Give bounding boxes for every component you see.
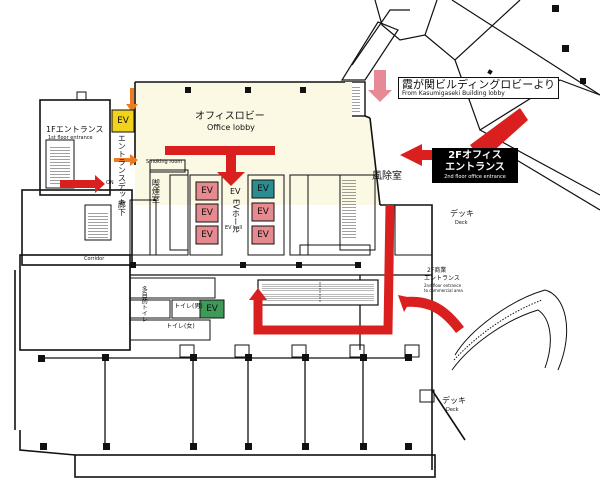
commercial-2f-en-2: to commercial area xyxy=(424,288,463,293)
ev-label: EV xyxy=(117,116,129,126)
on-label: ON xyxy=(106,180,114,186)
elevator-icon xyxy=(195,203,219,223)
ev-hall-label-en: EV hall xyxy=(225,225,243,231)
kasumigaseki-label-jp: 霞が関ビルディングロビーより xyxy=(402,78,556,91)
ev-label: EV xyxy=(257,184,269,194)
entrance-marker xyxy=(76,91,87,101)
office-entrance-2f-box: 2Fオフィス エントランス 2nd floor office entrance xyxy=(432,148,518,183)
kasumigaseki-callout: 霞が関ビルディングロビーより From Kasumigaseki Buildin… xyxy=(398,77,560,99)
elevators xyxy=(111,109,275,319)
office-entrance-2f-jp-1: 2Fオフィス xyxy=(448,150,502,161)
ev-label: EV xyxy=(206,304,218,314)
deck-label-en-1: Deck xyxy=(455,220,468,226)
office-lobby-label-en: Office lobby xyxy=(207,123,255,132)
toilet-women-label: トイレ(女) xyxy=(166,323,195,330)
ev-label: EV xyxy=(201,186,213,196)
adjacent-building-marks xyxy=(487,5,586,84)
commercial-2f-jp-1: 2F商業 xyxy=(427,267,447,274)
office-lobby-area xyxy=(135,82,380,205)
ev-label: EV xyxy=(257,207,269,217)
entrance-stairs xyxy=(50,145,70,185)
commercial-route xyxy=(253,204,395,335)
corridor-label-en: Corridor xyxy=(84,256,105,262)
deck-label-jp-1: デッキ xyxy=(450,209,474,218)
ev-hall-ev: EV xyxy=(230,187,241,196)
toilet-men-label: トイレ(男) xyxy=(174,303,203,310)
stair-hatch xyxy=(350,86,360,112)
deck-label-jp-2: デッキ xyxy=(442,396,466,405)
elevator-icon xyxy=(251,179,275,199)
kasumigaseki-connector xyxy=(340,9,410,81)
elevator-icon xyxy=(111,109,135,133)
smoking-room-box xyxy=(149,159,186,173)
ev-hall-label-jp: EVホール xyxy=(231,199,241,234)
elevator-icon xyxy=(251,202,275,222)
multipurpose-toilet-label: 多目的トイレ xyxy=(140,286,148,322)
office-lobby-label-jp: オフィスロビー xyxy=(195,111,265,122)
core-stairs xyxy=(342,180,356,240)
vestibule-label: 風除室 xyxy=(372,171,402,182)
elevator-icon xyxy=(251,225,275,245)
office-entrance-2f-jp-2: エントランス xyxy=(445,162,505,173)
elevator-icon xyxy=(195,181,219,201)
entrance-1f-label-jp: 1Fエントランス xyxy=(46,125,104,134)
entrance-deck-label: エントランスデッキ xyxy=(117,134,127,206)
office-entrance-2f-en: 2nd floor office entrance xyxy=(444,174,506,180)
commercial-2f-jp-2: エントランス xyxy=(424,275,460,282)
lower-hall-small-boxes xyxy=(179,344,435,403)
commercial-2f-en-1: 2nd floor entrance xyxy=(424,283,462,288)
ev-label: EV xyxy=(201,208,213,218)
entrance-1f-label-en: 1st floor entrance xyxy=(48,135,93,141)
corridor-label-jp: 廊下 xyxy=(117,200,127,216)
deck-label-en-2: Deck xyxy=(446,407,459,413)
smoking-room-label-en: Smoking room xyxy=(146,159,183,165)
smoking-room-label-jp: 喫煙室 xyxy=(151,179,161,203)
west-stairs xyxy=(88,212,108,238)
kasumigaseki-label-en: From Kasumigaseki Building lobby xyxy=(402,89,505,97)
elevator-icon xyxy=(199,299,225,319)
elevator-icon xyxy=(195,225,219,245)
spiral-stair xyxy=(451,289,568,371)
commercial-route-head xyxy=(249,288,267,300)
core-walls xyxy=(129,169,433,341)
lower-hall-lines xyxy=(45,264,432,446)
ev-label: EV xyxy=(201,230,213,240)
ev-label: EV xyxy=(257,230,269,240)
escalator xyxy=(257,279,379,306)
west-stairs-frame xyxy=(84,204,112,241)
